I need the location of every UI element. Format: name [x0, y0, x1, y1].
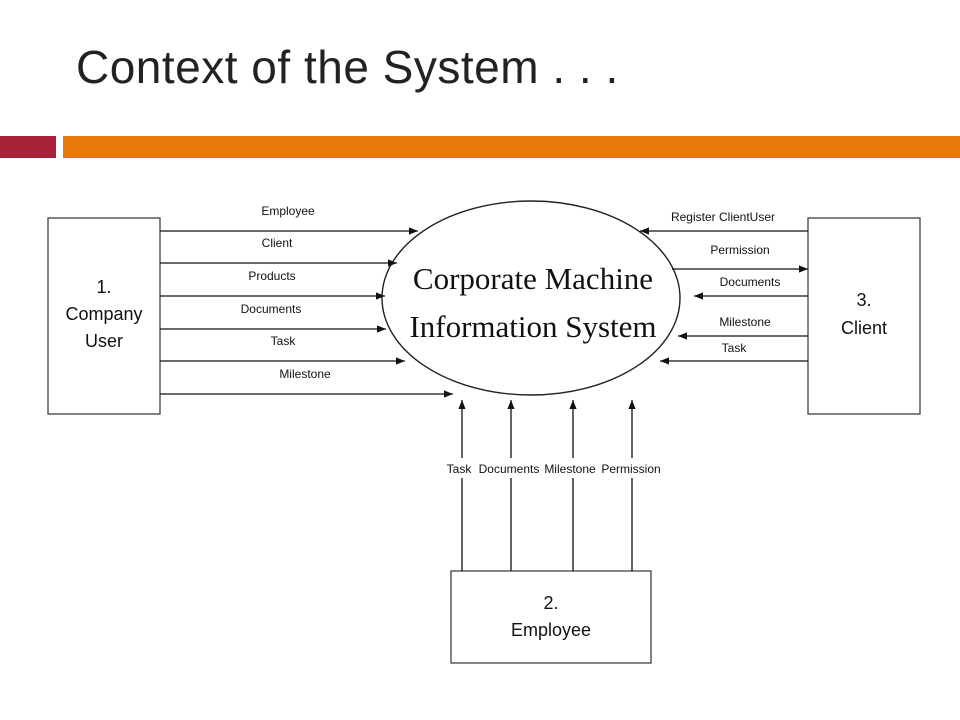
flow-label-cu-task: Task — [271, 334, 297, 348]
system-label-line1: Corporate Machine — [413, 261, 653, 296]
flow-label-cu-employee: Employee — [261, 204, 315, 218]
client-number: 3. — [856, 290, 871, 310]
flow-label-cu-documents: Documents — [241, 302, 302, 316]
system-label-line2: Information System — [409, 309, 656, 344]
flow-label-cl-register: Register ClientUser — [671, 210, 775, 224]
flow-label-em-milestone: Milestone — [544, 462, 596, 476]
flow-label-cl-permission: Permission — [710, 243, 769, 257]
client-label: Client — [841, 318, 887, 338]
company-user-label-line1: Company — [65, 304, 142, 324]
flow-label-cu-client: Client — [262, 236, 293, 250]
company-user-number: 1. — [96, 277, 111, 297]
flow-label-cl-milestone: Milestone — [719, 315, 771, 329]
company-user-box — [47, 217, 161, 415]
employee-flow-label-backdrop — [440, 458, 666, 478]
client-box — [807, 217, 921, 415]
title-accent-bar-red — [0, 136, 56, 158]
flow-label-cu-products: Products — [248, 269, 295, 283]
employee-box — [450, 570, 652, 664]
flow-label-em-permission: Permission — [601, 462, 660, 476]
flow-label-cl-task: Task — [722, 341, 748, 355]
title-accent-bar-orange — [63, 136, 960, 158]
employee-number: 2. — [543, 593, 558, 613]
slide-title: Context of the System . . . — [76, 41, 619, 93]
flow-label-cl-documents: Documents — [720, 275, 781, 289]
system-ellipse — [381, 200, 681, 396]
flow-label-em-documents: Documents — [479, 462, 540, 476]
company-user-label-line2: User — [85, 331, 123, 351]
flow-label-em-task: Task — [447, 462, 473, 476]
employee-label: Employee — [511, 620, 591, 640]
flow-label-cu-milestone: Milestone — [279, 367, 331, 381]
